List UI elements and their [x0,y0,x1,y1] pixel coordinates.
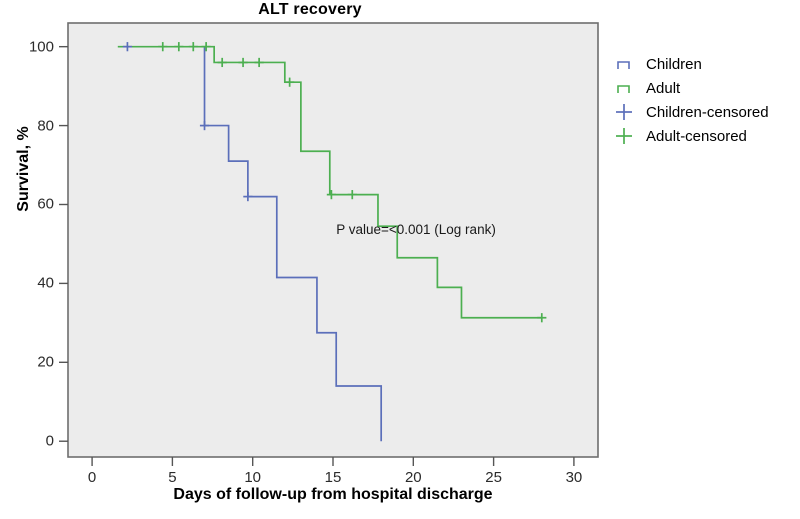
y-tick-label-80: 80 [37,117,54,135]
censor-mark-adult [537,313,547,323]
legend-item-children[interactable]: Children [614,52,769,76]
x-tick-label-10: 10 [244,469,262,486]
legend-label: Adult-censored [646,127,747,145]
censor-mark-adult [188,42,198,52]
legend-plus-icon [616,128,632,144]
legend-step-icon [617,61,630,69]
censor-mark-adult [174,42,184,52]
censor-mark-adult [254,57,264,68]
censor-mark-adult [326,190,336,200]
legend-step-icon [617,85,630,93]
x-axis-title: Days of follow-up from hospital discharg… [173,486,493,503]
plot-area-background [67,22,599,458]
y-tick-label-60: 60 [37,195,54,213]
x-tick-label-20: 20 [404,469,422,486]
legend-item-adult[interactable]: Adult [614,76,769,100]
x-tick-label-0: 0 [87,469,97,486]
y-tick-label-100: 100 [28,38,54,56]
legend-step-glyph [617,85,630,93]
page-title: ALT recovery [258,1,362,18]
p-value-annotation: P value=<0.001 (Log rank) [336,222,496,238]
x-tick-label-5: 5 [168,469,177,486]
censor-mark-children [243,192,253,202]
censor-mark-adult [285,77,295,87]
legend-plus-icon [616,104,632,120]
censor-mark-children [199,120,210,131]
y-tick-label-0: 0 [45,432,54,450]
censor-mark-adult [201,42,211,52]
y-tick-label-20: 20 [37,353,54,371]
legend-step-glyph [617,61,630,69]
legend-item-adult-censored[interactable]: Adult-censored [614,124,769,148]
censor-mark-adult [238,57,248,68]
censor-mark-adult [217,57,227,68]
x-tick-label-30: 30 [565,469,583,486]
survival-curve-children [203,46,383,442]
censor-mark-children [122,42,133,52]
legend-label: Adult [646,79,681,97]
censor-mark-adult [158,42,168,52]
legend-item-children-censored[interactable]: Children-censored [614,100,769,124]
legend-label: Children-censored [646,103,769,121]
censor-mark-adult [347,190,357,200]
legend-label: Children [646,55,702,73]
y-tick-label-40: 40 [37,274,54,292]
x-tick-label-25: 25 [485,469,502,486]
x-tick-label-15: 15 [324,469,342,486]
